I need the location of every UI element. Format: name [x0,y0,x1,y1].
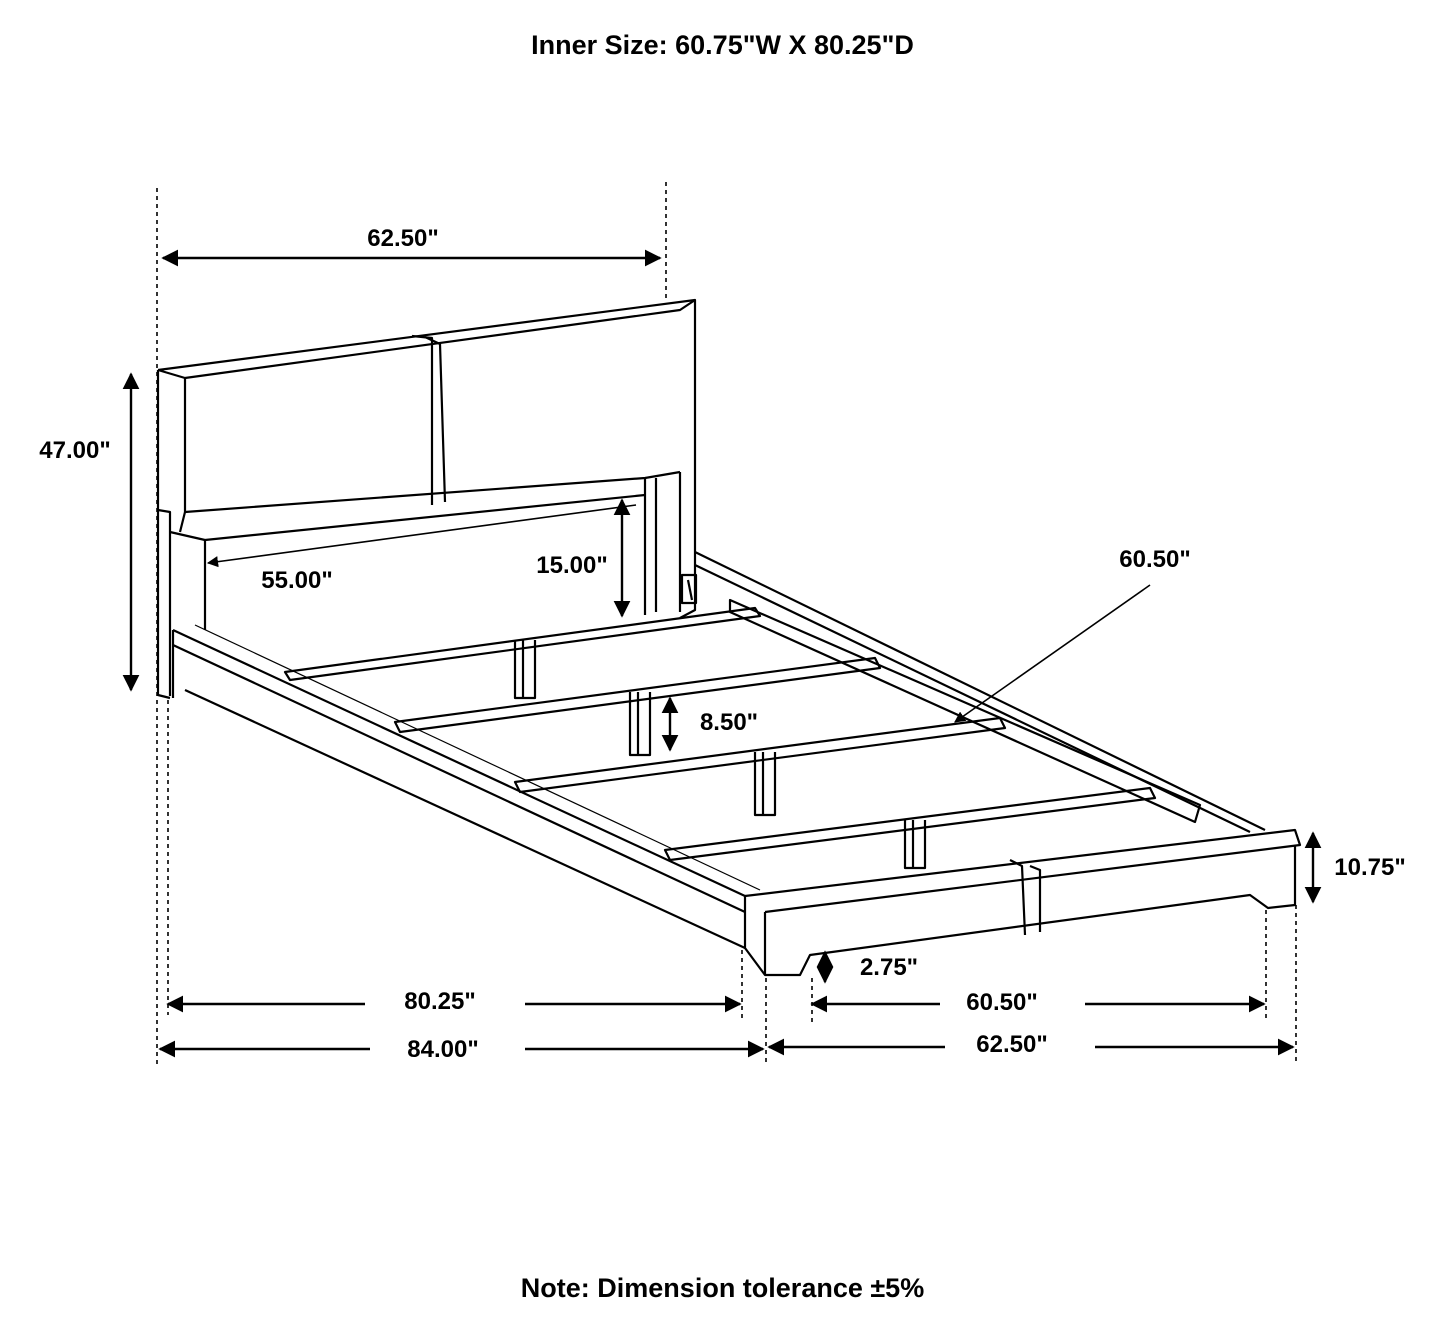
label-inner-width: 55.00" [261,567,332,594]
side-rail-far [680,551,1266,833]
dimension-labels: 62.50" 47.00" 55.00" 15.00" 60.50" 8.50"… [39,225,1405,1063]
label-inner-width-bottom: 60.50" [966,989,1037,1016]
footboard [743,828,1302,977]
label-footboard-height: 10.75" [1334,854,1405,881]
slat-rail [728,598,1202,824]
dim-arrow-inner-width [206,504,637,568]
label-side-rail-length: 80.25" [404,988,475,1015]
side-rail-near [171,624,761,949]
slats [283,606,1157,862]
label-foot-clearance: 2.75" [860,954,918,981]
extension-lines [156,182,1297,1065]
headboard [156,298,697,700]
label-clearance-height: 15.00" [536,552,607,579]
label-slat-span: 60.50" [1119,546,1190,573]
support-legs [513,640,927,870]
label-headboard-width: 62.50" [367,225,438,252]
label-support-leg-height: 8.50" [700,709,758,736]
dim-arrow-slat-span [954,584,1151,723]
label-overall-length: 84.00" [407,1036,478,1063]
diagram-title: Inner Size: 60.75"W X 80.25"D [531,30,914,60]
dimension-arrows [122,249,1322,1058]
tolerance-note: Note: Dimension tolerance ±5% [520,1273,925,1303]
label-overall-width-bottom: 62.50" [976,1031,1047,1058]
label-headboard-height: 47.00" [39,437,110,464]
bed-drawing [156,298,1302,977]
